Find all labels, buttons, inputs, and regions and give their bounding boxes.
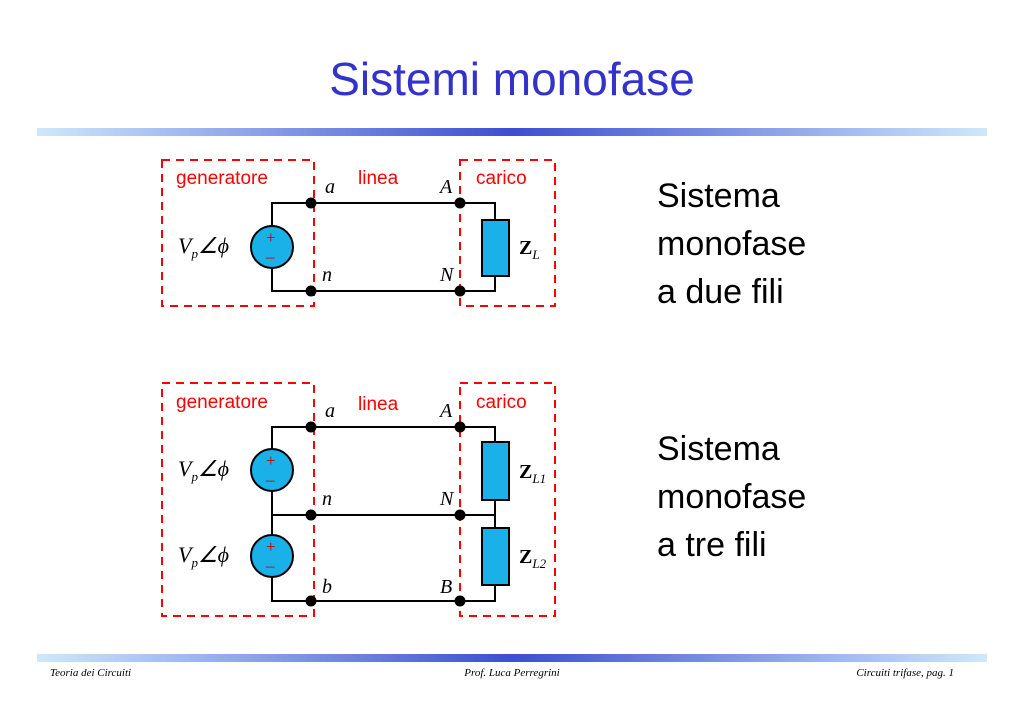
impedance-1-label: ZL1: [519, 461, 546, 486]
description-line: Sistema: [657, 430, 780, 468]
generator-box: [161, 382, 315, 617]
wire-top: [271, 202, 496, 232]
node-A-label: A: [438, 400, 453, 422]
generator-label: generatore: [176, 392, 268, 413]
node-N: [454, 285, 466, 297]
node-N: [454, 509, 466, 521]
node-N-label: N: [439, 488, 455, 510]
source-1-label: Vp∠ϕ: [178, 456, 229, 484]
impedance-2-label: ZL2: [519, 546, 547, 571]
node-A: [454, 197, 466, 209]
node-a-label: a: [325, 400, 335, 422]
diagram-three-wire: generatore linea carico + – + – a A n N …: [161, 382, 556, 617]
footer-right: Circuiti trifase, pag. 1: [856, 667, 954, 679]
node-b: [305, 595, 317, 607]
diagram-two-wire: generatore linea carico + – a A n N Vp∠ϕ…: [161, 159, 556, 307]
node-n-label: n: [322, 488, 332, 510]
wire-bottom: [271, 574, 496, 602]
plus-sign: +: [266, 537, 276, 556]
description-two-wire: Sistema monofase a due fili: [657, 172, 806, 316]
page-title: Sistemi monofase: [329, 53, 695, 105]
generator-box: [161, 159, 315, 307]
node-A-label: A: [438, 176, 453, 198]
description-line: a tre fili: [657, 526, 767, 564]
impedance-1-icon: [481, 441, 510, 501]
footer-center: Prof. Luca Perregrini: [464, 667, 560, 679]
node-n: [305, 509, 317, 521]
source-label: Vp∠ϕ: [178, 233, 229, 261]
footer-left: Teoria dei Circuiti: [50, 667, 132, 679]
wire-top: [271, 426, 496, 452]
minus-sign: –: [265, 247, 275, 266]
line-label: linea: [358, 168, 399, 189]
plus-sign: +: [266, 228, 276, 247]
description-line: Sistema: [657, 177, 780, 215]
plus-sign: +: [266, 451, 276, 470]
voltage-source-icon: [250, 225, 294, 269]
impedance-label: ZL: [519, 237, 540, 262]
voltage-source-icon: [250, 534, 294, 578]
description-line: a due fili: [657, 273, 784, 311]
node-N-label: N: [439, 264, 455, 286]
load-label: carico: [476, 168, 527, 189]
description-line: monofase: [657, 225, 807, 263]
minus-sign: –: [265, 556, 275, 575]
generator-label: generatore: [176, 168, 268, 189]
line-label: linea: [358, 394, 399, 415]
description-line: monofase: [657, 478, 807, 516]
node-a-label: a: [325, 176, 335, 198]
source-2-label: Vp∠ϕ: [178, 542, 229, 570]
footer-divider: [37, 654, 987, 662]
wire-bottom: [271, 268, 496, 292]
node-a: [305, 197, 317, 209]
node-B: [454, 595, 466, 607]
node-n: [305, 285, 317, 297]
node-n-label: n: [322, 264, 332, 286]
node-b-label: b: [322, 576, 332, 598]
load-label: carico: [476, 392, 527, 413]
description-three-wire: Sistema monofase a tre fili: [657, 425, 806, 569]
title-divider: [37, 128, 987, 136]
minus-sign: –: [265, 470, 275, 489]
voltage-source-icon: [250, 448, 294, 492]
node-a: [305, 421, 317, 433]
node-A: [454, 421, 466, 433]
impedance-2-icon: [481, 527, 510, 586]
node-B-label: B: [440, 576, 452, 598]
load-box: [459, 159, 556, 307]
impedance-icon: [481, 219, 510, 277]
load-box: [459, 382, 556, 617]
